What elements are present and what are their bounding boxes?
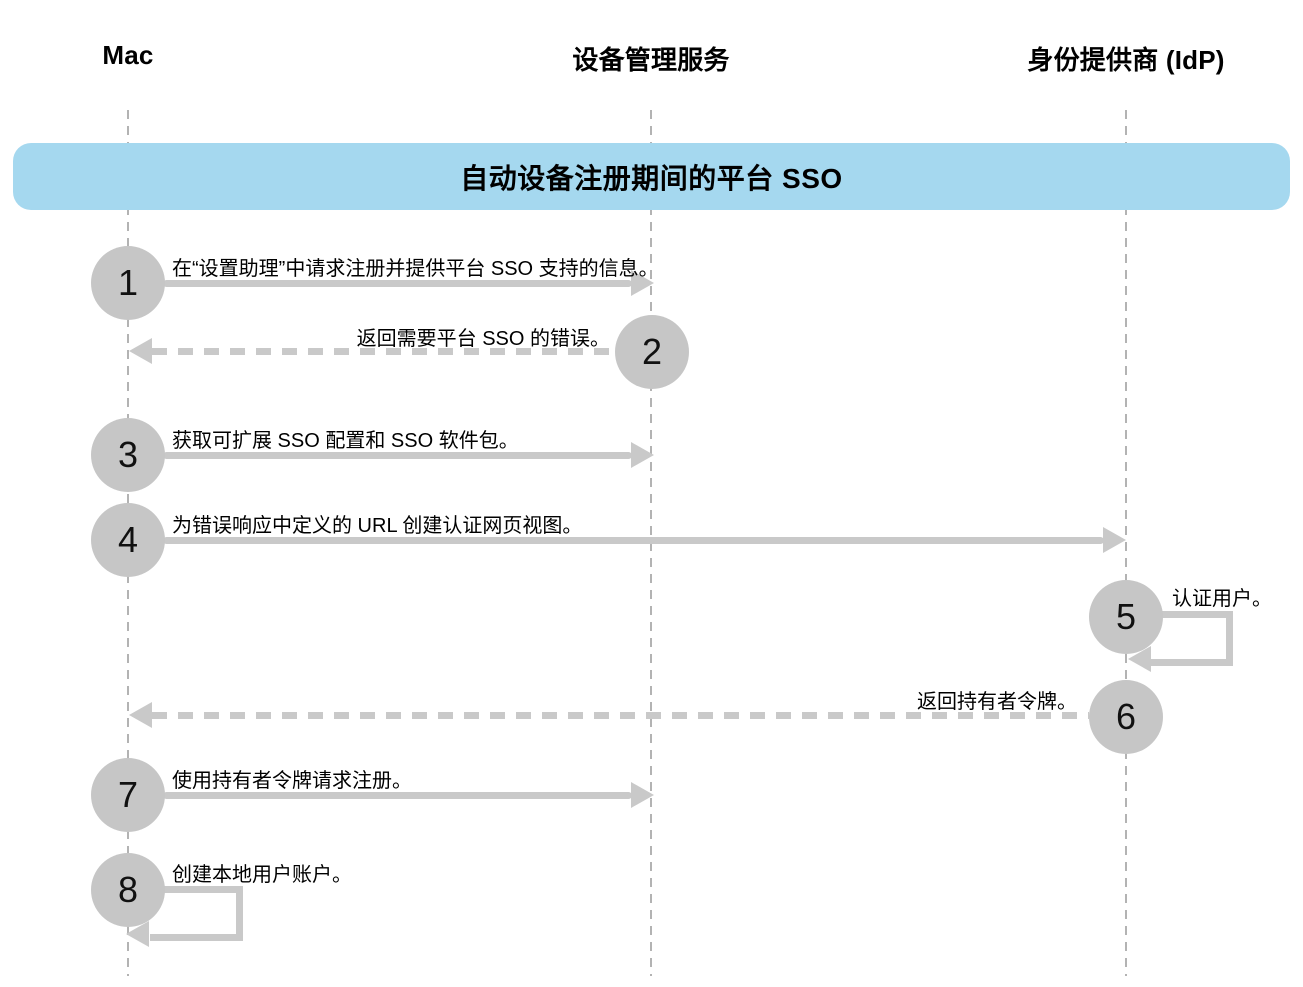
step-8-arrowhead-left-icon: [126, 921, 149, 947]
step-6-arrow-line: [152, 712, 1089, 719]
step-7-label: 使用持有者令牌请求注册。: [172, 770, 412, 792]
diagram-title: 自动设备注册期间的平台 SSO: [460, 162, 843, 194]
lifeline-label-device-management-service: 设备管理服务: [572, 45, 730, 75]
diagram-title-banner: 自动设备注册期间的平台 SSO: [13, 143, 1290, 210]
step-1-badge: 1: [91, 246, 165, 320]
step-8-self-loop: [150, 886, 243, 941]
lifeline-idp: [1125, 110, 1127, 976]
step-3-arrowhead-right-icon: [631, 442, 654, 468]
step-5-label: 认证用户。: [1172, 588, 1272, 610]
step-4-label: 为错误响应中定义的 URL 创建认证网页视图。: [172, 515, 583, 537]
step-5-self-loop: [1150, 611, 1233, 666]
step-5-badge: 5: [1089, 580, 1163, 654]
step-2-arrow-line: [152, 348, 615, 355]
lifeline-label-idp: 身份提供商 (IdP): [1027, 45, 1225, 75]
step-4-arrowhead-right-icon: [1103, 527, 1126, 553]
step-7-badge: 7: [91, 758, 165, 832]
step-3-label: 获取可扩展 SSO 配置和 SSO 软件包。: [172, 430, 519, 452]
step-3-arrow-line: [163, 452, 632, 459]
step-6-arrowhead-left-icon: [129, 702, 152, 728]
lifeline-label-mac: Mac: [102, 40, 154, 70]
step-3-badge: 3: [91, 418, 165, 492]
step-4-arrow-line: [163, 537, 1104, 544]
step-2-arrowhead-left-icon: [129, 338, 152, 364]
step-2-label: 返回需要平台 SSO 的错误。: [356, 328, 610, 350]
step-8-label: 创建本地用户账户。: [172, 864, 352, 886]
step-6-label: 返回持有者令牌。: [917, 691, 1077, 713]
step-6-badge: 6: [1089, 680, 1163, 754]
step-8-badge: 8: [91, 853, 165, 927]
step-4-badge: 4: [91, 503, 165, 577]
step-7-arrow-line: [163, 792, 632, 799]
step-1-arrow-line: [163, 280, 632, 287]
step-1-label: 在“设置助理”中请求注册并提供平台 SSO 支持的信息。: [172, 258, 659, 280]
step-2-badge: 2: [615, 315, 689, 389]
step-1-arrowhead-right-icon: [631, 270, 654, 296]
step-7-arrowhead-right-icon: [631, 782, 654, 808]
